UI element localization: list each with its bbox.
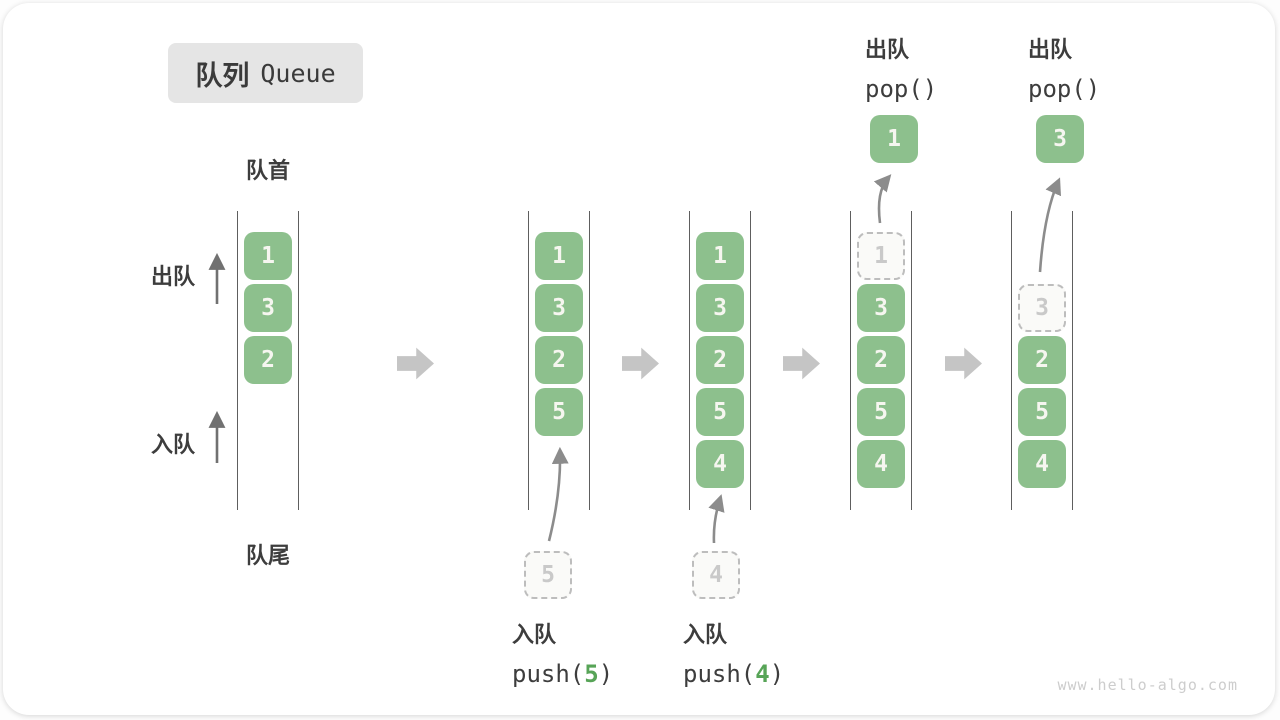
- title-badge: 队列 Queue: [168, 43, 363, 103]
- queue-element: 2: [1018, 336, 1066, 384]
- incoming-element-placeholder: 4: [692, 551, 740, 599]
- watermark: www.hello-algo.com: [1057, 676, 1238, 694]
- dequeue-op-code: pop(): [865, 75, 938, 103]
- enqueue-op-code: push(4): [683, 660, 784, 688]
- removed-element-placeholder: 3: [1018, 284, 1066, 332]
- enqueue-op-action: 入队: [683, 622, 728, 647]
- enqueue-op-label: 入队 push(4): [683, 617, 784, 688]
- queue-element: 5: [535, 388, 583, 436]
- queue-element: 3: [857, 284, 905, 332]
- dequeue-op-label: 出队 pop(): [1028, 32, 1100, 103]
- enqueue-op-action: 入队: [512, 622, 557, 647]
- dequeue-op-action: 出队: [865, 37, 910, 62]
- queue-element: 5: [1018, 388, 1066, 436]
- queue-walls-state-2: [528, 211, 590, 510]
- queue-element: 2: [696, 336, 744, 384]
- queue-rear-label: 队尾: [245, 543, 290, 568]
- queue-element: 2: [535, 336, 583, 384]
- code-close: ): [598, 660, 614, 688]
- queue-walls-state-5: [1011, 211, 1073, 510]
- dequeue-op-label: 出队 pop(): [865, 32, 937, 103]
- queue-element: 4: [857, 440, 905, 488]
- queue-element: 2: [244, 336, 292, 384]
- queue-element: 5: [857, 388, 905, 436]
- removed-element-placeholder: 1: [857, 232, 905, 280]
- enqueue-op-code: push(5): [512, 660, 613, 688]
- code-fn: push(: [683, 660, 756, 688]
- dequeue-op-action: 出队: [1028, 37, 1073, 62]
- enqueue-side-label: 入队: [151, 432, 196, 457]
- queue-element: 3: [696, 284, 744, 332]
- popped-element: 3: [1036, 115, 1084, 163]
- code-close: ): [769, 660, 785, 688]
- queue-front-label: 队首: [245, 158, 290, 183]
- code-fn: push(: [512, 660, 585, 688]
- queue-element: 4: [1018, 440, 1066, 488]
- queue-element: 1: [244, 232, 292, 280]
- queue-element: 1: [696, 232, 744, 280]
- dequeue-side-label: 出队: [151, 264, 196, 289]
- title-zh: 队列: [195, 60, 250, 91]
- enqueue-op-label: 入队 push(5): [512, 617, 613, 688]
- queue-walls-state-3: [689, 211, 751, 510]
- queue-element: 3: [535, 284, 583, 332]
- incoming-element-placeholder: 5: [524, 551, 572, 599]
- popped-element: 1: [870, 115, 918, 163]
- queue-walls-state-1: [237, 211, 299, 510]
- dequeue-op-code: pop(): [1028, 75, 1101, 103]
- queue-element: 4: [696, 440, 744, 488]
- queue-element: 1: [535, 232, 583, 280]
- queue-element: 2: [857, 336, 905, 384]
- queue-element: 3: [244, 284, 292, 332]
- title-en: Queue: [260, 58, 336, 88]
- code-arg: 5: [584, 660, 599, 688]
- queue-element: 5: [696, 388, 744, 436]
- queue-walls-state-4: [850, 211, 912, 510]
- code-arg: 4: [755, 660, 770, 688]
